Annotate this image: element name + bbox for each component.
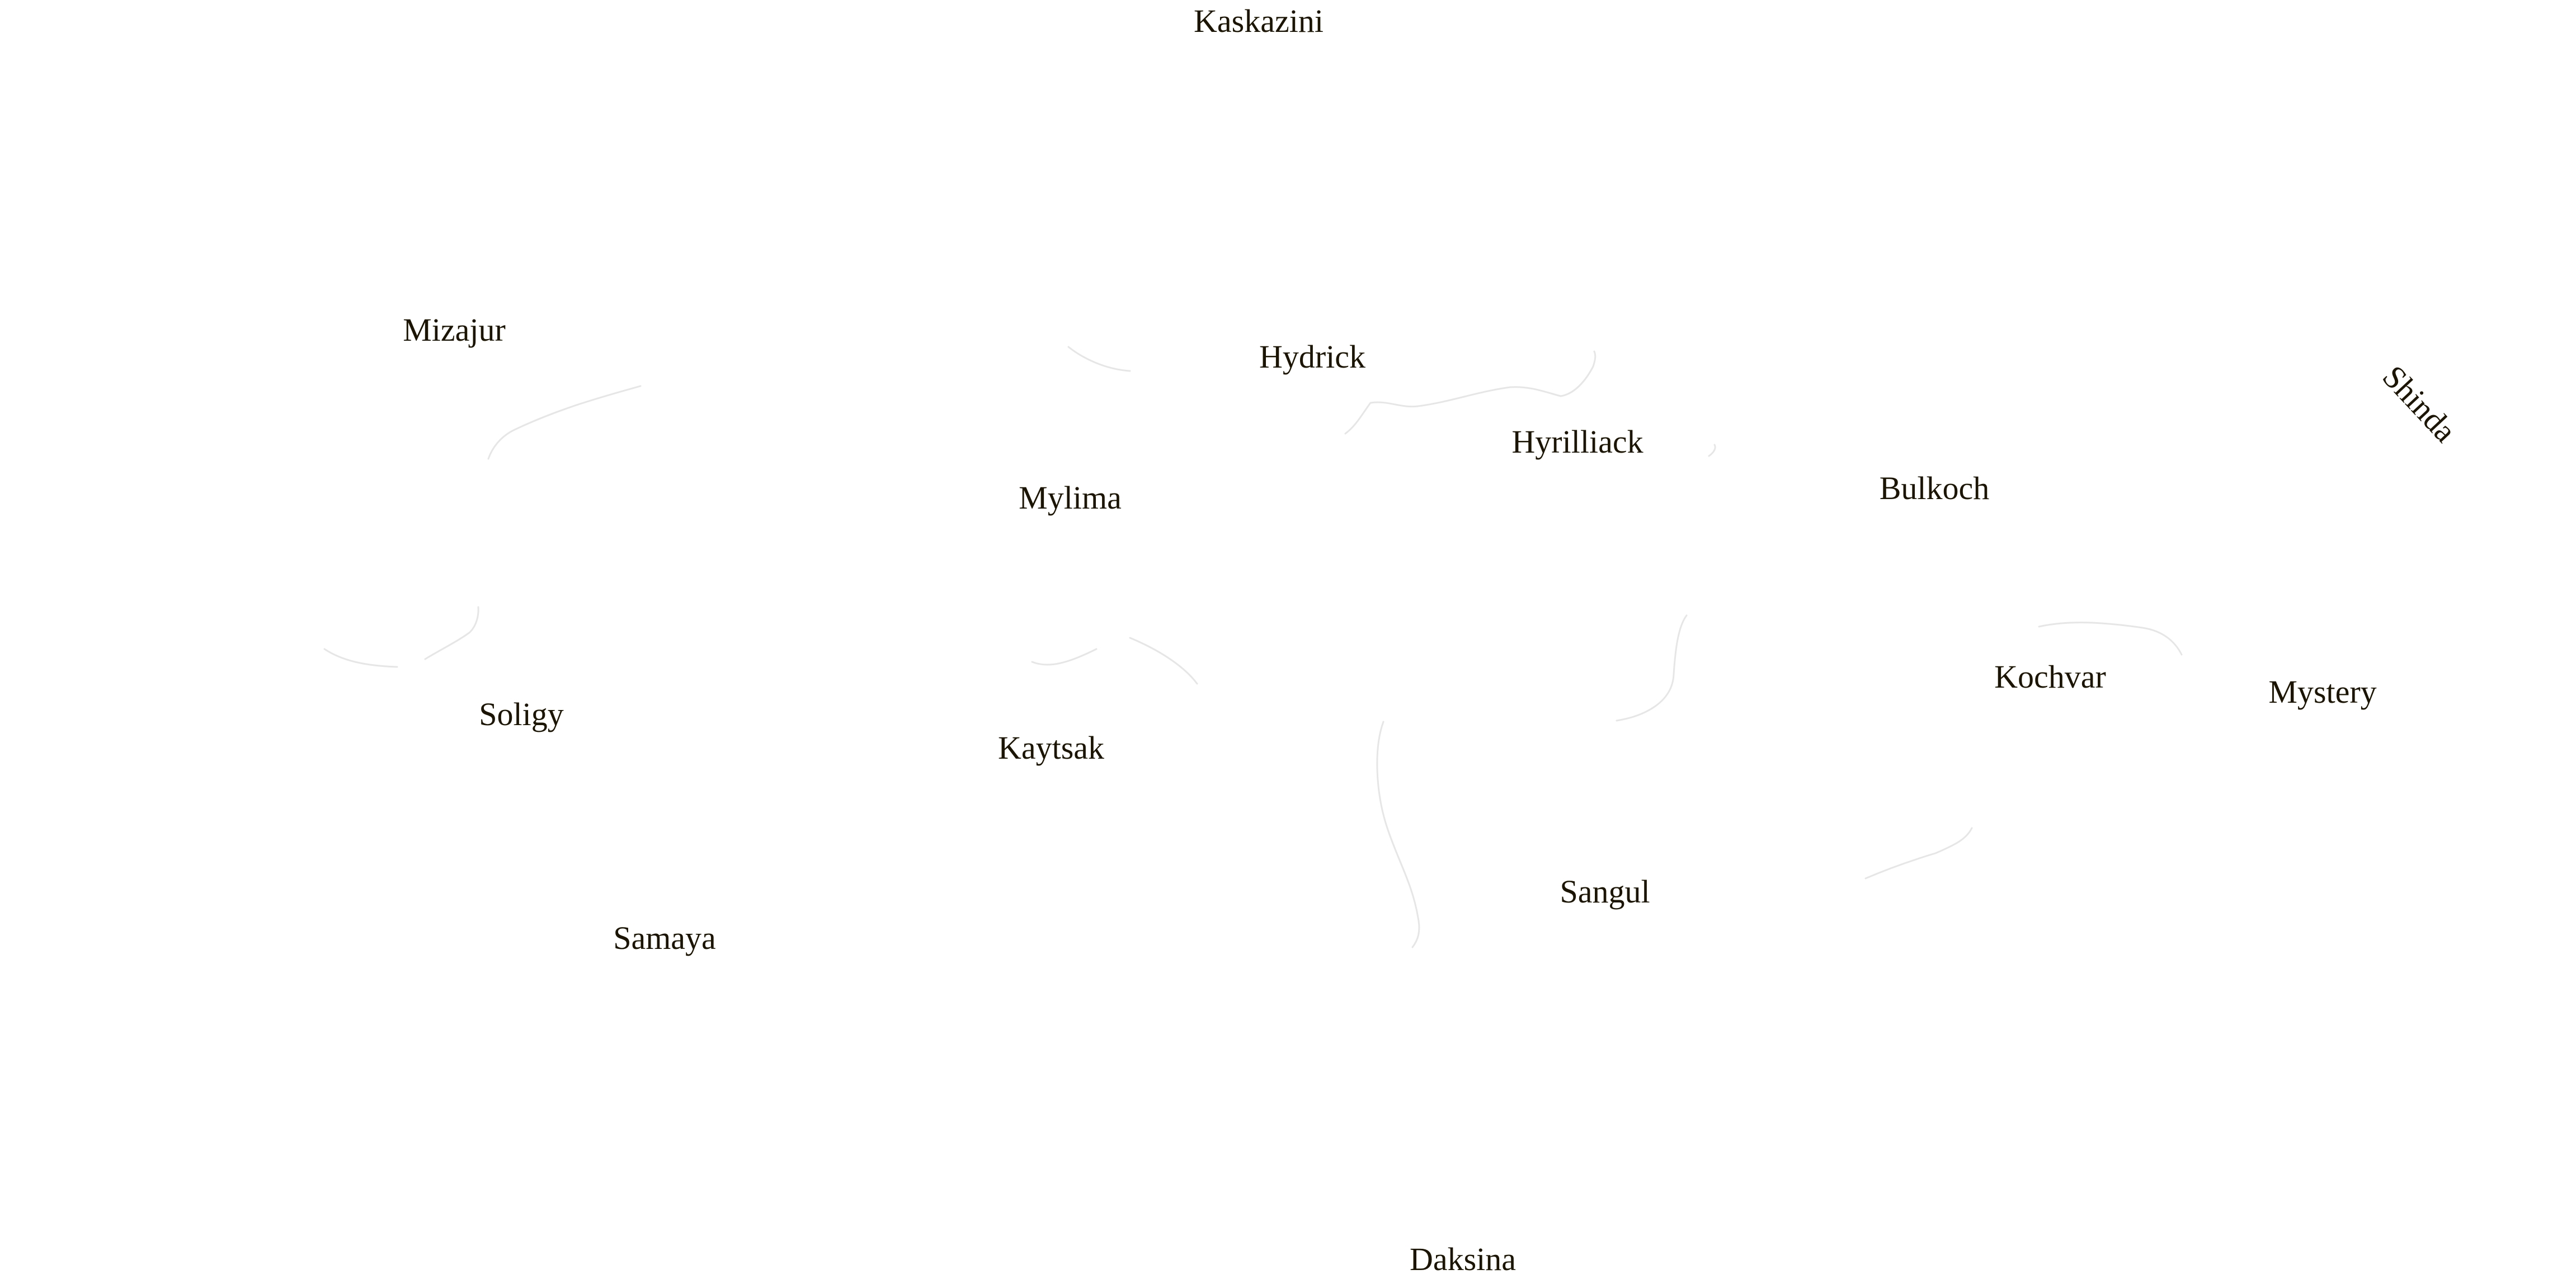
region-label-kochvar: Kochvar [1994, 659, 2106, 695]
border-segment [1864, 827, 1973, 880]
border-segment [1067, 346, 1131, 372]
region-label-samaya: Samaya [613, 920, 716, 956]
border-segment [2038, 622, 2183, 656]
region-label-kaytsak: Kaytsak [997, 730, 1105, 766]
region-label-hyrilliack: Hyrilliack [1511, 424, 1643, 460]
region-label-hydrick: Hydrick [1259, 338, 1366, 375]
border-segment [487, 385, 642, 460]
region-label-bulkoch: Bulkoch [1879, 470, 1990, 506]
region-label-sangul: Sangul [1560, 873, 1650, 910]
border-segment [424, 606, 479, 660]
region-label-mystery: Mystery [2268, 674, 2377, 710]
border-segment [1708, 444, 1716, 457]
border-segment [1129, 637, 1198, 685]
region-label-mizajur: Mizajur [403, 312, 506, 348]
region-label-kaskazini: Kaskazini [1194, 3, 1324, 39]
border-segment [1376, 721, 1420, 948]
border-segment [1031, 648, 1098, 666]
border-segment [323, 648, 398, 668]
region-label-soligy: Soligy [479, 696, 564, 732]
border-segment [1616, 614, 1688, 722]
border-segment [1344, 350, 1597, 435]
region-label-mylima: Mylima [1019, 479, 1122, 516]
region-label-daksina: Daksina [1409, 1241, 1517, 1277]
